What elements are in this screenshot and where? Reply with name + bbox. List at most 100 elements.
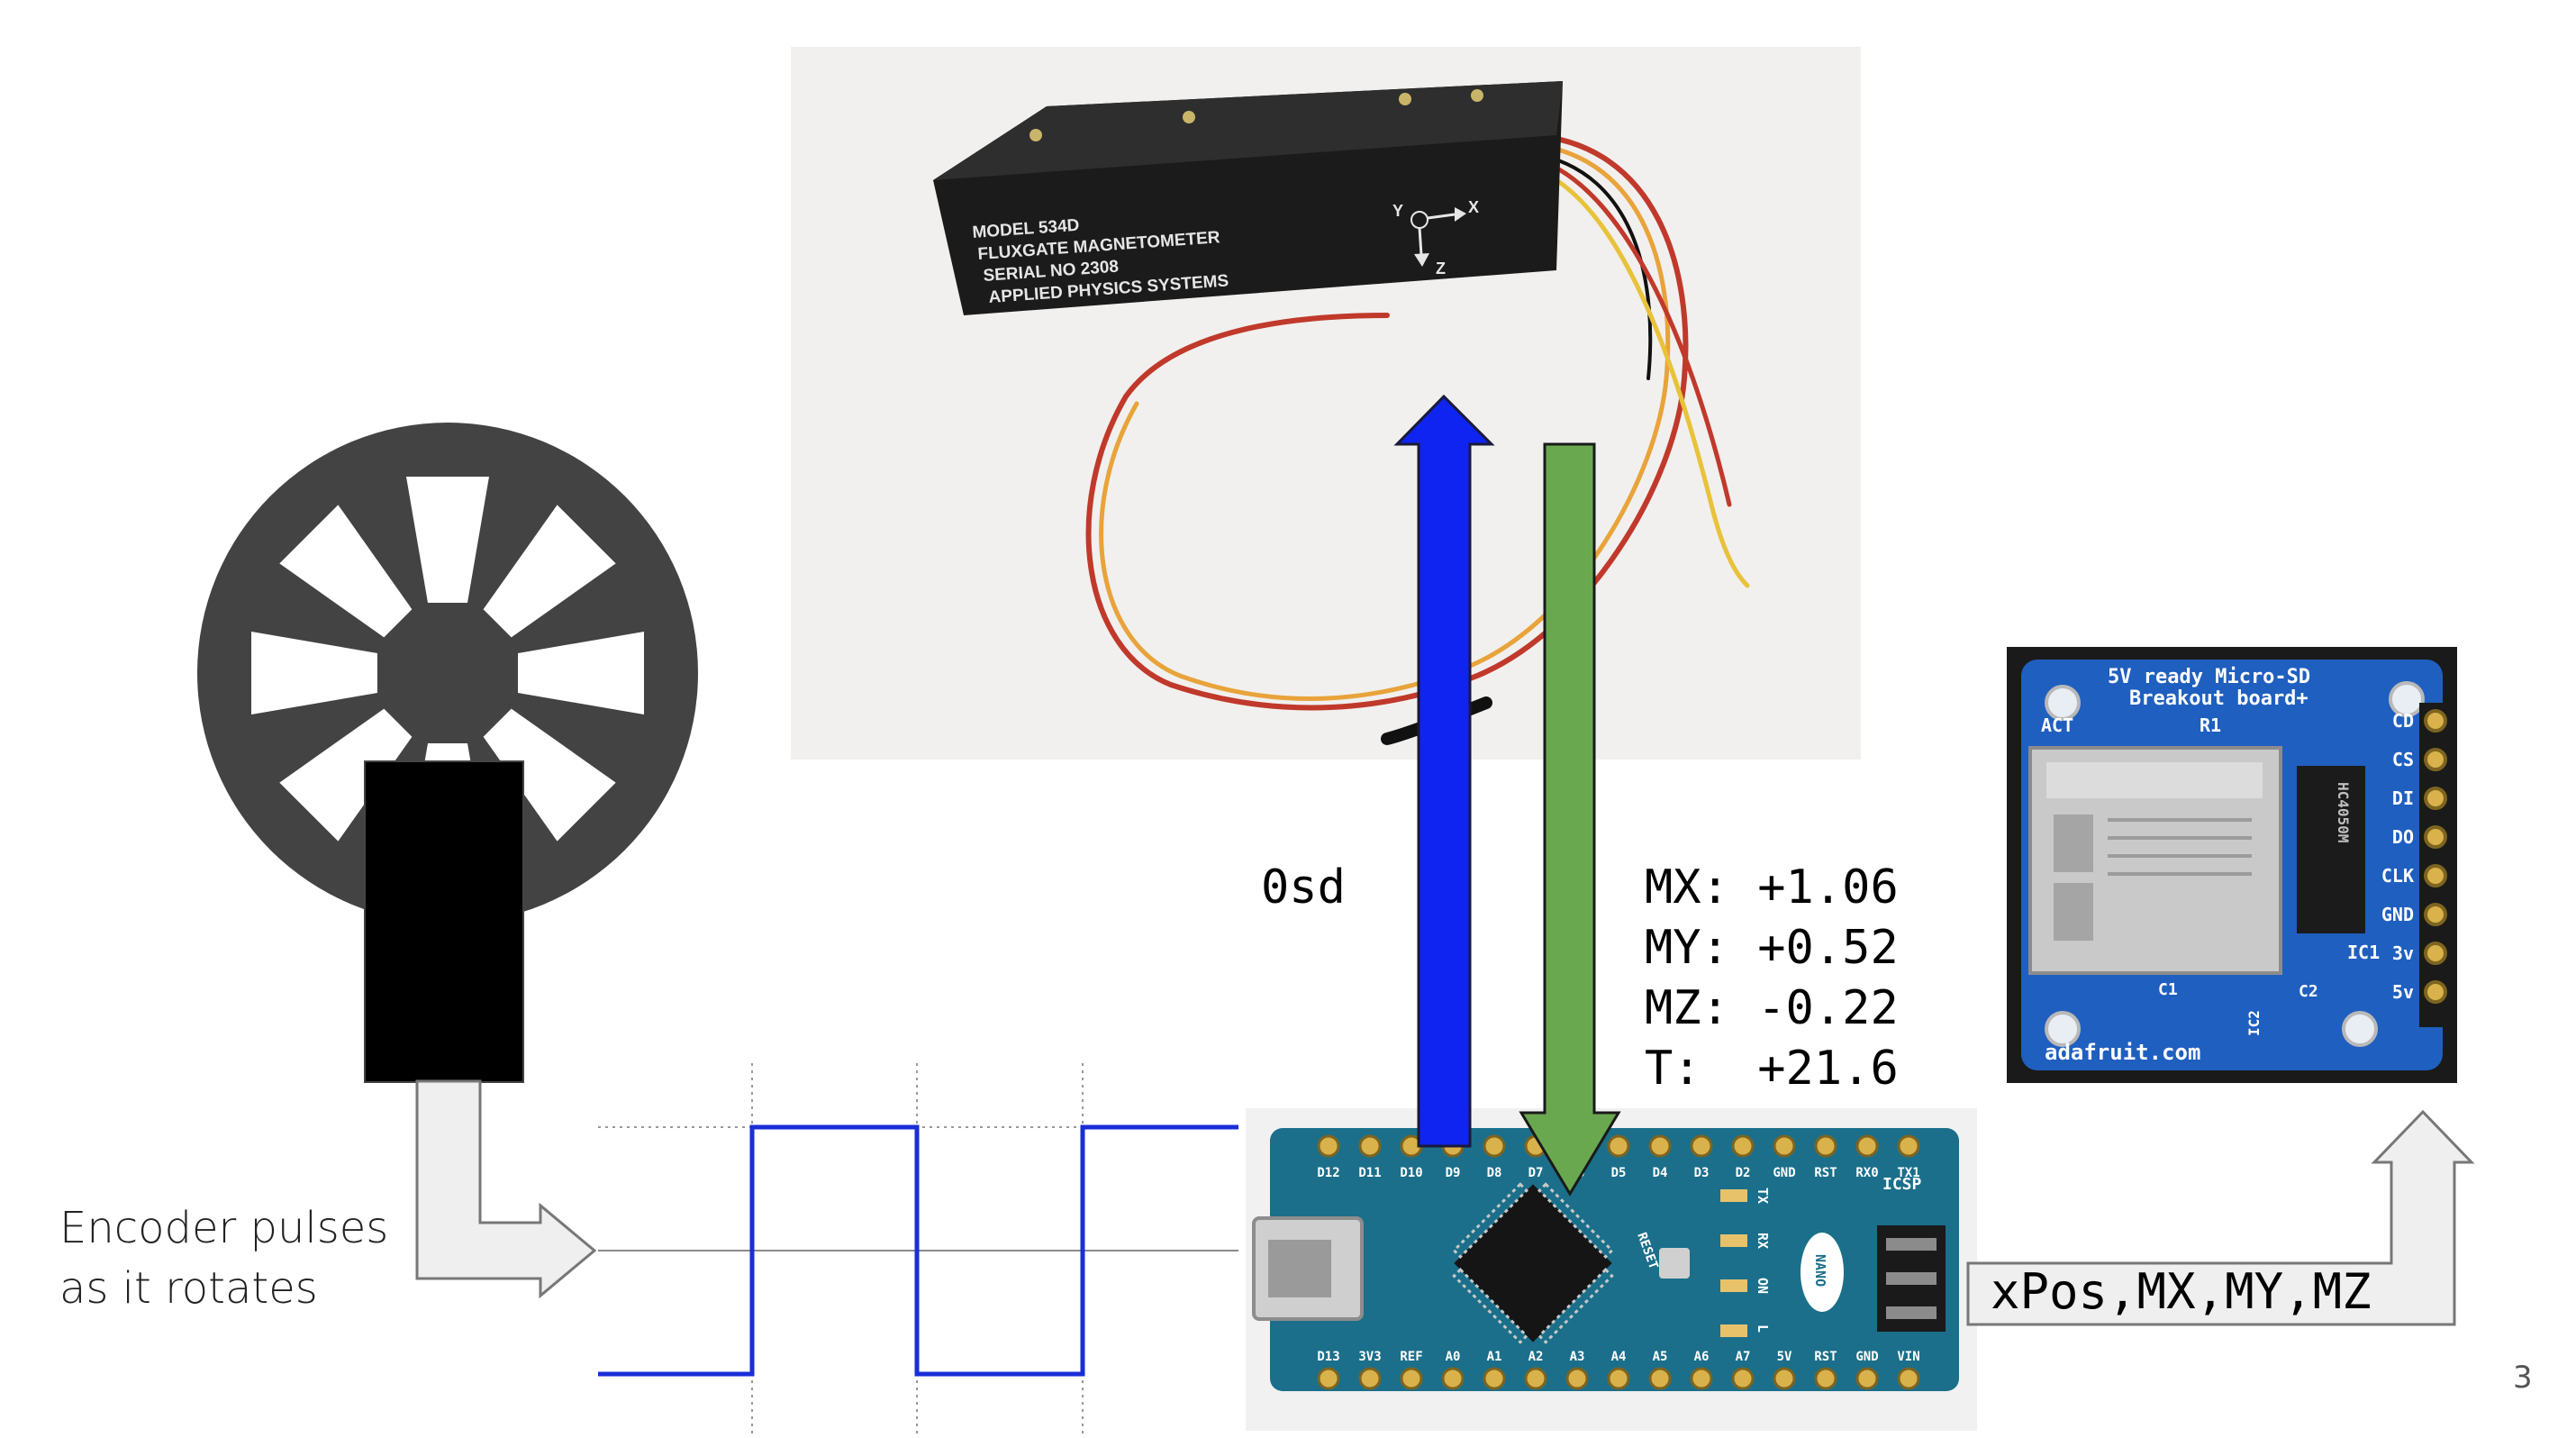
sd-pin-hole — [2424, 787, 2447, 810]
output-record-label: xPos,MX,MY,MZ — [1991, 1263, 2372, 1320]
c1-label: C1 — [2158, 980, 2178, 999]
top-pin-hole — [1814, 1134, 1837, 1158]
act-led-label: ACT — [2041, 714, 2073, 736]
bottom-pin-hole — [1441, 1367, 1465, 1390]
sd-pin-hole — [2424, 903, 2447, 926]
encoder-wheel — [197, 423, 698, 1083]
sd-output-arrow — [1966, 1109, 2475, 1326]
bottom-pin-label: VIN — [1897, 1350, 1919, 1364]
encoder-caption-line1: Encoder pulses — [59, 1203, 388, 1253]
adafruit-brand: adafruit.com — [2045, 1040, 2200, 1065]
bottom-pin-hole — [1773, 1367, 1796, 1390]
bottom-pin-hole — [1648, 1367, 1672, 1390]
readout-mz: MZ: -0.22 — [1645, 981, 1899, 1035]
top-pin-row — [1317, 1134, 1920, 1158]
bottom-pin-label: REF — [1400, 1350, 1422, 1364]
arduino-nano-photo: D12D11D10D9D8D7D6D5D4D3D2GNDRSTRX0TX1 D1… — [1246, 1108, 1977, 1431]
top-pin-label: D11 — [1358, 1166, 1381, 1180]
top-pin-label: D4 — [1653, 1166, 1668, 1180]
microcontroller-chip — [1452, 1182, 1614, 1344]
axis-glyph-icon: Y X Z — [1392, 198, 1479, 278]
top-pin-hole — [1897, 1134, 1920, 1158]
sd-pin-label: DO — [2392, 826, 2414, 848]
top-pin-label: D7 — [1528, 1166, 1544, 1180]
bottom-pin-label: A5 — [1653, 1350, 1668, 1364]
led-label-rx: RX — [1755, 1233, 1771, 1249]
encoder-slot — [251, 632, 377, 714]
bottom-pin-hole — [1690, 1367, 1713, 1390]
encoder-slots — [251, 477, 644, 869]
top-pin-label: RX0 — [1855, 1166, 1878, 1180]
sd-pin-label: DI — [2392, 787, 2414, 809]
encoder-hub — [404, 630, 491, 716]
encoder-slot — [483, 708, 616, 842]
top-pin-hole — [1731, 1134, 1755, 1158]
bottom-pin-label: 3V3 — [1358, 1350, 1381, 1364]
usb-port — [1268, 1240, 1331, 1297]
bottom-pin-label: A3 — [1570, 1350, 1585, 1364]
top-pin-label: TX1 — [1897, 1166, 1919, 1180]
bottom-pin-label: A1 — [1487, 1350, 1502, 1364]
encoder-slot — [518, 632, 644, 714]
led-label-tx: TX — [1755, 1188, 1771, 1204]
bottom-pin-hole — [1317, 1367, 1340, 1390]
top-pin-label: D8 — [1487, 1166, 1502, 1180]
readout-t: T: +21.6 — [1645, 1042, 1899, 1096]
sd-pin-hole — [2424, 980, 2447, 1004]
page-number: 3 — [2513, 1360, 2533, 1396]
bottom-pin-label: RST — [1814, 1350, 1837, 1364]
encoder-signal-arrow — [415, 1079, 597, 1299]
bottom-pin-label: A0 — [1446, 1350, 1461, 1364]
magnetometer-body: MODEL 534D FLUXGATE MAGNETOMETER SERIAL … — [933, 81, 1563, 315]
command-label: 0sd — [1261, 860, 1346, 915]
magnetometer-photo: MODEL 534D FLUXGATE MAGNETOMETER SERIAL … — [791, 47, 1861, 760]
encoder-slot — [483, 505, 616, 638]
r1-label: R1 — [2200, 714, 2221, 736]
sd-pin-label: CS — [2392, 749, 2414, 770]
bottom-pin-label: A2 — [1528, 1350, 1544, 1364]
top-pin-hole — [1483, 1134, 1506, 1158]
bottom-pin-label: D13 — [1317, 1350, 1339, 1364]
top-pin-label: D9 — [1446, 1166, 1461, 1180]
nano-logo — [1800, 1233, 1844, 1312]
icsp-header — [1877, 1225, 1946, 1332]
magnetometer-readout: MX: +1.06 MY: +0.52 MZ: -0.22 T: +21.6 — [1645, 860, 1899, 1096]
bottom-pin-hole — [1731, 1367, 1755, 1390]
pulse-waveform — [598, 1063, 1238, 1438]
axis-z-label: Z — [1436, 259, 1446, 278]
encoder-slot — [279, 708, 413, 842]
nano-label: NANO — [1812, 1254, 1828, 1287]
sd-pin-label: 5v — [2392, 981, 2414, 1003]
bottom-pin-label: 5V — [1777, 1350, 1792, 1364]
top-pin-hole — [1773, 1134, 1796, 1158]
top-pin-label: D2 — [1736, 1166, 1751, 1180]
top-pin-label: GND — [1773, 1166, 1795, 1180]
square-wave — [598, 1124, 1238, 1377]
top-pin-hole — [1358, 1134, 1382, 1158]
sd-pin-label: 3v — [2392, 942, 2414, 964]
reset-button[interactable] — [1659, 1248, 1690, 1279]
icsp-label: ICSP — [1882, 1175, 1922, 1194]
top-pin-hole — [1607, 1134, 1630, 1158]
top-pin-hole — [1648, 1134, 1672, 1158]
readout-my: MY: +0.52 — [1645, 921, 1899, 975]
level-shifter-chip: HC4050M — [2297, 766, 2365, 933]
top-pin-label: D12 — [1317, 1166, 1339, 1180]
bottom-pin-label: GND — [1855, 1350, 1878, 1364]
top-pin-label: D10 — [1400, 1166, 1422, 1180]
axis-y-label: Y — [1392, 202, 1403, 220]
bottom-pin-hole — [1524, 1367, 1547, 1390]
sd-pin-hole — [2424, 709, 2447, 733]
bottom-pin-hole — [1358, 1367, 1382, 1390]
sd-pin-hole — [2424, 748, 2447, 771]
sd-pin-label: CD — [2392, 710, 2414, 732]
bottom-pin-hole — [1607, 1367, 1630, 1390]
bottom-pin-label: A7 — [1736, 1350, 1751, 1364]
micro-sd-slot — [2028, 746, 2282, 975]
ic2-label: IC2 — [2245, 1010, 2263, 1036]
bottom-pin-hole — [1897, 1367, 1920, 1390]
axis-x-label: X — [1468, 198, 1479, 216]
top-pin-hole — [1690, 1134, 1713, 1158]
encoder-slot — [279, 505, 413, 638]
sd-title-line2: Breakout board+ — [2129, 687, 2308, 710]
